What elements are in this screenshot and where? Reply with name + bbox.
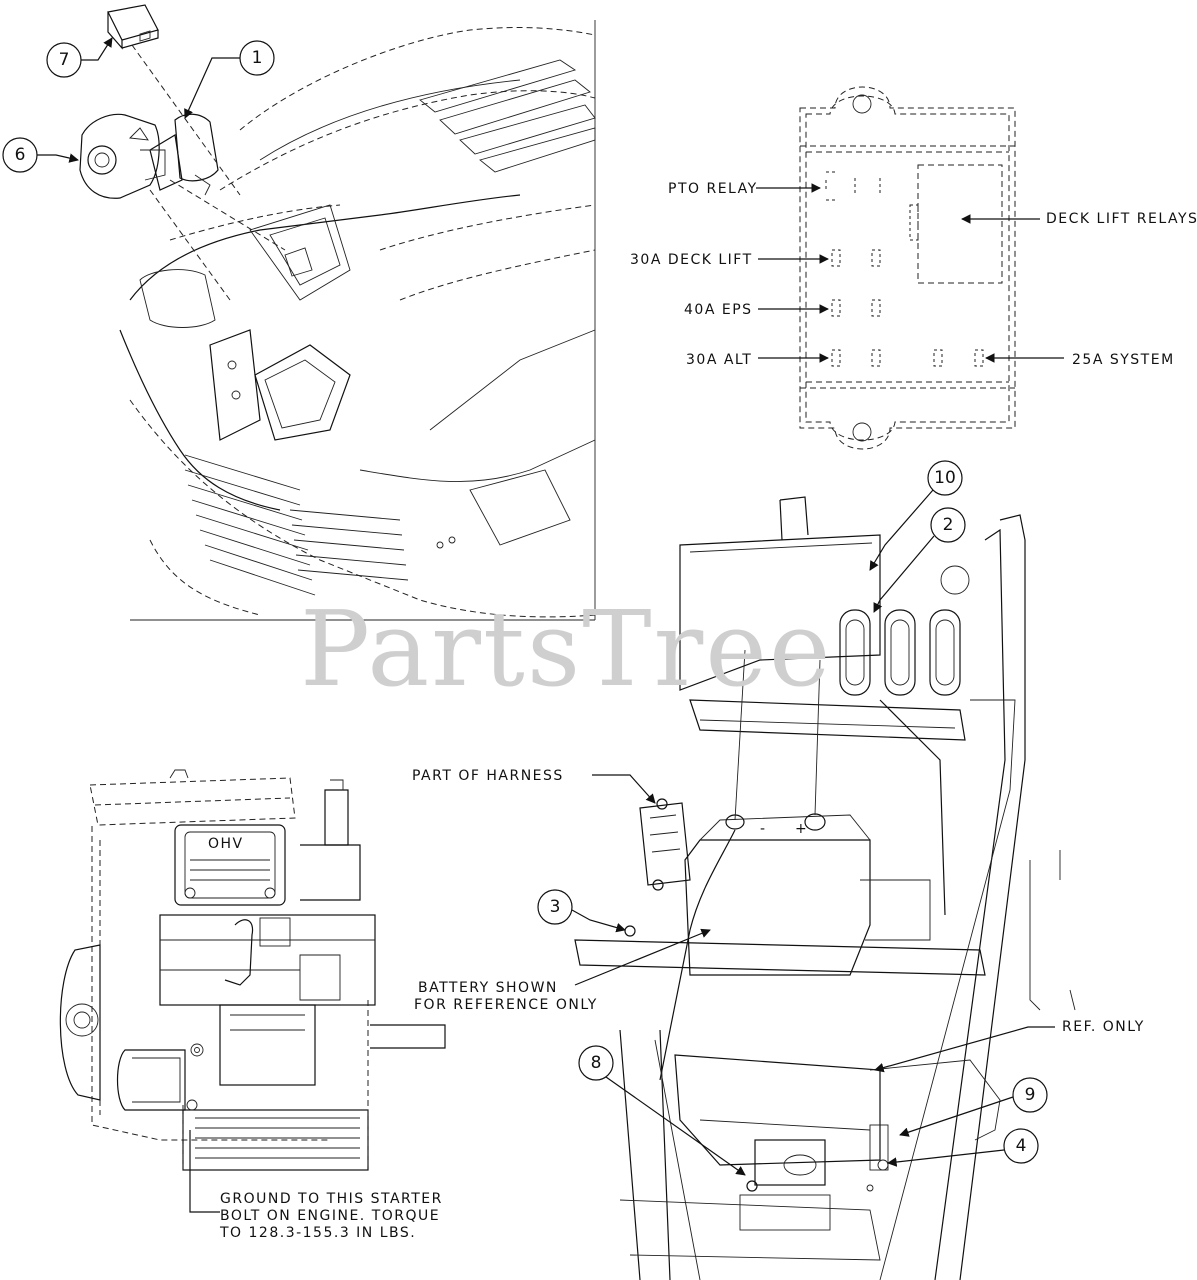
svg-text:2: 2 — [943, 515, 954, 535]
battery-positive: + — [795, 821, 808, 837]
note-battery-line1: BATTERY SHOWN — [418, 980, 558, 996]
svg-text:8: 8 — [591, 1053, 602, 1073]
ground-note-line3: TO 128.3-155.3 IN LBS. — [219, 1225, 416, 1241]
part-6-ignition — [79, 113, 166, 199]
callout-2: 2 — [873, 507, 966, 613]
svg-text:10: 10 — [934, 468, 956, 488]
label-pto-relay: PTO RELAY — [668, 181, 758, 197]
ref-only-leader — [874, 1026, 1055, 1073]
callout-4: 4 — [887, 1128, 1039, 1167]
note-battery-line2: FOR REFERENCE ONLY — [414, 997, 598, 1013]
dash-hood-view — [79, 4, 596, 621]
fuse-slots — [831, 249, 984, 367]
part-1-housing — [149, 113, 219, 196]
frame-battery-view: - + — [574, 496, 1076, 1280]
label-deck-lift-relays: DECK LIFT RELAYS — [1046, 211, 1197, 227]
fuse-block — [799, 86, 1016, 450]
harness-connector — [639, 798, 691, 891]
engine-ohv-badge: OHV — [208, 836, 244, 852]
label-30a-deck-lift: 30A DECK LIFT — [630, 252, 753, 268]
harness-leader — [592, 774, 656, 804]
ground-note-line1: GROUND TO THIS STARTER — [220, 1191, 443, 1207]
svg-text:6: 6 — [15, 145, 26, 165]
callout-10: 10 — [869, 460, 963, 571]
svg-text:7: 7 — [59, 50, 70, 70]
callout-9: 9 — [899, 1077, 1048, 1137]
engine-view: OHV — [59, 769, 446, 1171]
label-40a-eps: 40A EPS — [684, 302, 753, 318]
note-ref-only: REF. ONLY — [1062, 1019, 1145, 1035]
ground-note-line2: BOLT ON ENGINE. TORQUE — [220, 1208, 440, 1224]
svg-text:9: 9 — [1025, 1085, 1036, 1105]
svg-text:4: 4 — [1016, 1136, 1027, 1156]
callout-1: 1 — [184, 40, 275, 119]
label-25a-system: 25A SYSTEM — [1072, 352, 1175, 368]
callout-7: 7 — [46, 37, 113, 78]
label-30a-alt: 30A ALT — [686, 352, 752, 368]
note-part-of-harness: PART OF HARNESS — [412, 768, 564, 784]
partstree-watermark: PartsTree — [300, 588, 832, 710]
callout-6: 6 — [2, 137, 79, 173]
callout-8: 8 — [578, 1045, 746, 1176]
battery-leader — [574, 928, 711, 986]
ground-leader — [189, 1130, 220, 1213]
part-7-module — [107, 4, 159, 50]
battery-negative: - — [760, 821, 767, 837]
callout-3: 3 — [537, 889, 636, 937]
svg-text:3: 3 — [550, 897, 561, 917]
svg-text:1: 1 — [252, 48, 263, 68]
